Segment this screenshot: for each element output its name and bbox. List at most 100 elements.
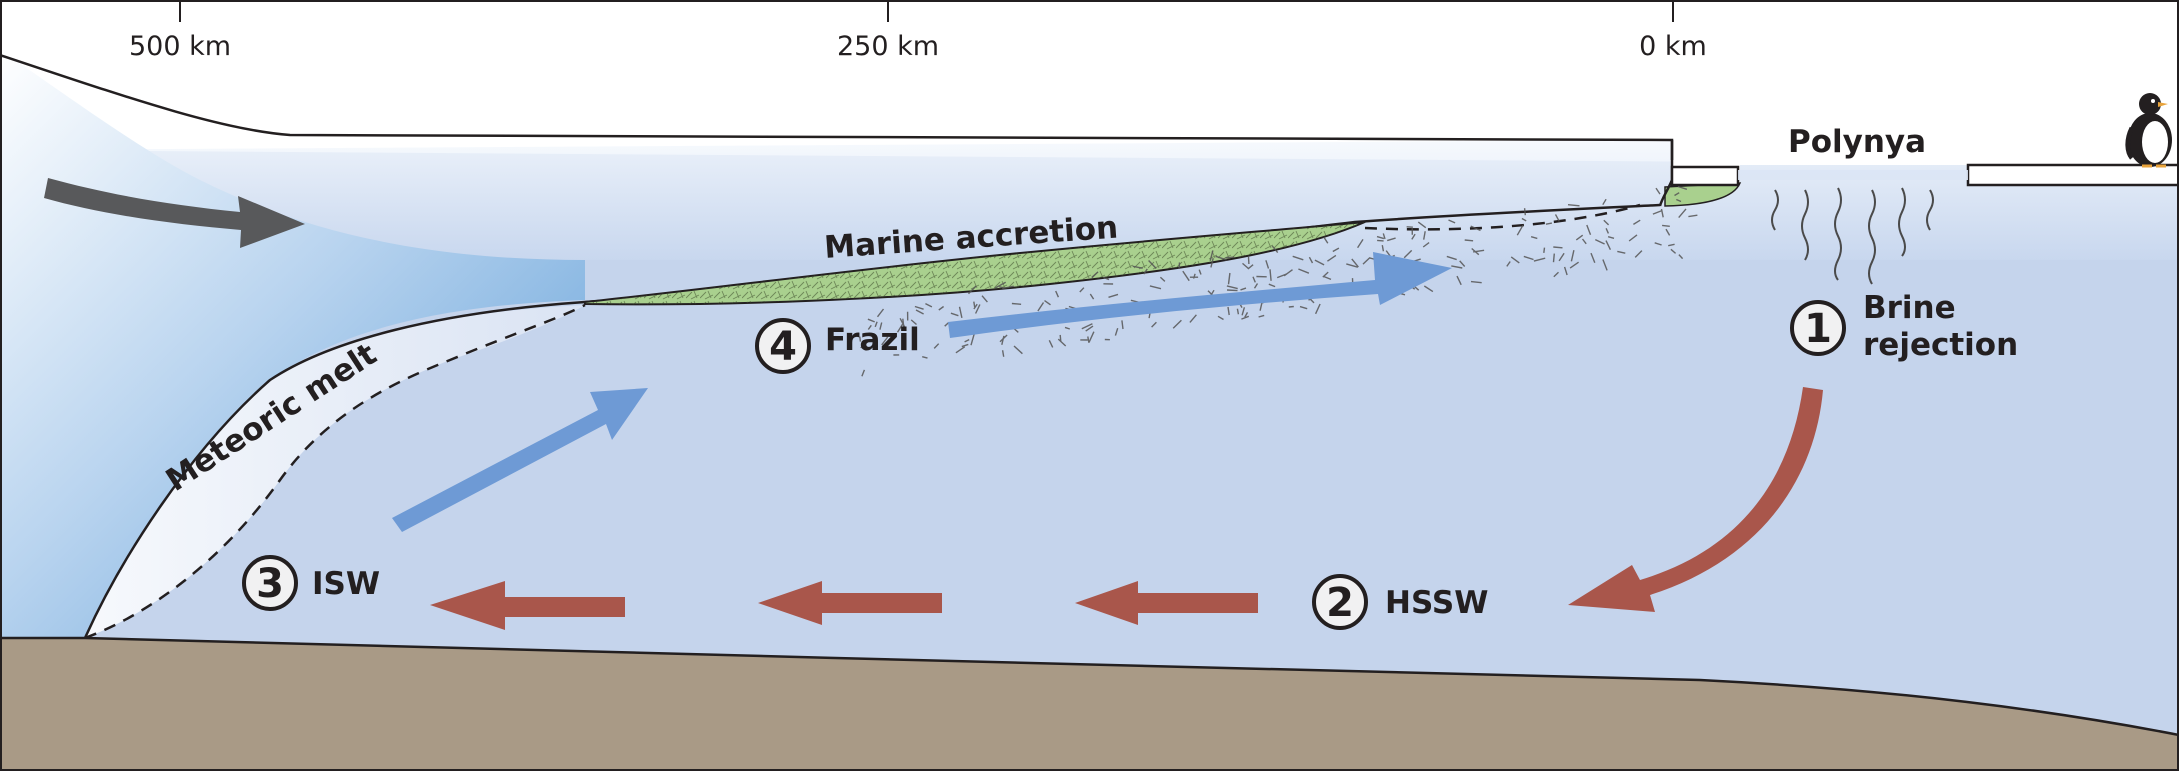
frazil-crystal [910, 319, 917, 326]
frazil-crystal [1569, 261, 1579, 269]
frazil-crystal [1351, 258, 1359, 268]
frazil-crystal [1327, 254, 1337, 262]
marker-4: 4 [755, 318, 811, 374]
frazil-crystal [1451, 265, 1463, 269]
frazil-crystal [1159, 276, 1166, 282]
frazil-crystal [1688, 214, 1698, 218]
frazil-crystal [1570, 250, 1575, 262]
frazil-crystal [1523, 255, 1534, 261]
frazil-crystal [1602, 198, 1607, 206]
frazil-crystal [1382, 233, 1386, 240]
frazil-crystal [964, 338, 970, 343]
polynya-surface [1738, 170, 1968, 180]
frazil-crystal [1553, 246, 1563, 249]
frazil-crystal [1121, 320, 1124, 330]
frazil-crystal [1011, 302, 1022, 305]
frazil-crystal [1151, 321, 1157, 328]
frazil-crystal [876, 308, 885, 318]
frazil-crystal [999, 286, 1005, 289]
frazil-crystal [1634, 250, 1643, 258]
frazil-crystal [1381, 244, 1385, 252]
frazil-crystal [1217, 315, 1224, 321]
frazil-crystal [933, 343, 940, 349]
frazil-crystal [1189, 314, 1197, 323]
scale-ticks [179, 2, 1674, 22]
meltwater-column [0, 50, 585, 640]
frazil-crystal [1403, 249, 1413, 259]
frazil-crystal [1423, 285, 1434, 293]
frazil-crystal [1470, 280, 1482, 284]
frazil-crystal [994, 281, 1007, 289]
frazil-crystal [1048, 339, 1054, 348]
sub-shelf-water [0, 140, 2179, 260]
hssw-arrow-2 [758, 581, 942, 625]
frazil-crystal [1241, 315, 1250, 320]
frazil-crystal [925, 302, 933, 308]
frazil-crystal [1523, 208, 1526, 216]
frazil-crystal [1677, 185, 1688, 190]
frazil-crystal [1506, 261, 1511, 267]
svg-text:4: 4 [769, 324, 797, 370]
frazil-crystal [1554, 214, 1560, 222]
frazil-crystal [1558, 252, 1565, 262]
frazil-crystal [1362, 256, 1371, 265]
frazil-crystal [1242, 262, 1250, 270]
frazil-crystal [1472, 249, 1485, 253]
frazil-crystal [1253, 283, 1259, 289]
frazil-crystal [1108, 293, 1119, 298]
frazil-crystal [1422, 242, 1430, 248]
label-isw: ISW [312, 566, 380, 602]
frazil-crystal [1081, 323, 1093, 330]
frazil-crystal [1209, 250, 1214, 261]
frazil-crystal [1227, 272, 1231, 285]
frazil-crystal [1182, 270, 1190, 282]
frazil-crystal [1678, 208, 1687, 219]
frazil-crystal [867, 318, 875, 323]
frazil-crystal [1057, 338, 1067, 347]
frazil-crystal [1241, 307, 1246, 316]
frazil-crystal [1044, 300, 1051, 306]
scale-250km: 250 km [837, 31, 939, 62]
hssw-arrow-1 [1075, 581, 1258, 625]
frazil-crystal [1240, 287, 1247, 291]
frazil-crystal [899, 317, 907, 330]
frazil-crystal [1586, 224, 1592, 236]
frazil-crystal [1676, 198, 1682, 203]
frazil-crystal [1283, 269, 1293, 277]
frazil-crystal [1207, 290, 1213, 296]
frazil-crystal [1567, 204, 1580, 207]
frazil-crystal [1411, 233, 1416, 240]
frazil-crystal [1533, 257, 1546, 262]
frazil-crystal [1322, 271, 1329, 278]
frazil-crystal [1192, 273, 1196, 279]
hssw-arrows [430, 581, 1258, 630]
frazil-crystal [1265, 260, 1270, 269]
frazil-crystal [1308, 256, 1314, 264]
frazil-crystal [1456, 275, 1462, 286]
svg-text:3: 3 [256, 561, 284, 607]
frazil-crystal [1244, 312, 1249, 318]
frazil-crystal [950, 312, 959, 317]
frazil-crystal [867, 324, 872, 330]
marker-1: 1 [1790, 300, 1846, 356]
frazil-crystal [1088, 331, 1095, 343]
frazil-crystal [874, 321, 878, 328]
frazil-crystal [999, 334, 1008, 343]
frazil-crystal [1448, 219, 1456, 224]
frazil-crystal [1605, 228, 1610, 234]
frazil-crystal [961, 343, 969, 348]
frazil-crystal [1543, 247, 1546, 253]
frazil-crystal [1236, 308, 1240, 315]
scale-500km: 500 km [129, 31, 231, 62]
isw-rising-arrow [392, 388, 648, 532]
sea-ice-floe-right [1966, 163, 2179, 187]
ice-shelf-surface-line [0, 53, 1674, 160]
frazil-crystal [1252, 276, 1256, 283]
frazil-crystal [1470, 225, 1481, 232]
frazil-crystal [1314, 303, 1321, 315]
frazil-crystal [1377, 239, 1384, 242]
frazil-crystal [1226, 289, 1238, 292]
frazil-crystal [1590, 252, 1596, 264]
frazil-crystal [1314, 259, 1325, 266]
